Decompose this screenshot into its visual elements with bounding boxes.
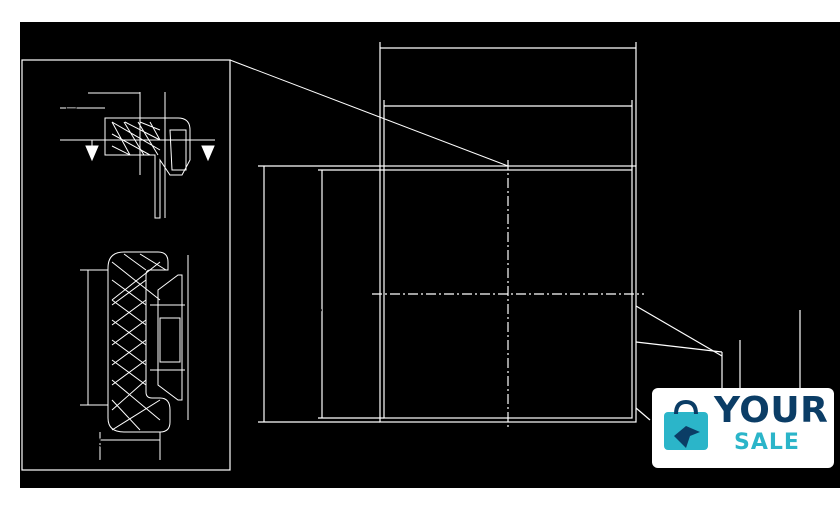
top-inner-inch-tol-lo: 0.039 [520, 119, 538, 126]
right-gap-inch: [0.039] [752, 372, 780, 382]
left-outer-inch-tol-up: +0.039 [269, 266, 276, 288]
left-inner-inch: 16.929 [331, 297, 345, 334]
detail-h15-label: 15 [90, 78, 104, 93]
right-depth-inch: [0.059 - 0.079] [820, 322, 830, 380]
top-outer-dim: 442 [490, 30, 512, 45]
left-inner-tol-up: +2 [307, 304, 314, 312]
detail-80-label: 80 [71, 331, 85, 345]
detail-v15-inch-label: [0.591] [65, 76, 77, 110]
left-outer-inch-tol-lo: 0.039 [278, 270, 285, 288]
units-secondary: [inch] [700, 111, 729, 125]
your-sale-logo: YOUR SALE [652, 388, 834, 468]
detail-h15-inch-label: [0.591] [90, 95, 124, 107]
left-inner-dim: 430 [306, 318, 321, 340]
detail-panel [21, 59, 231, 471]
top-inner-dim: 430 [490, 88, 512, 103]
detail-profile [80, 251, 189, 460]
detail-scale-label: M1:2 [60, 217, 93, 234]
left-inner-inch-tol-lo: 0.039 [338, 270, 345, 288]
detail-80-inch-label: [3.144] [89, 326, 101, 360]
top-inner-tol-lo: 0 [517, 96, 521, 103]
section-mark-left: B [73, 122, 82, 137]
top-outer-bracket: [ [466, 53, 470, 69]
right-gap-dim: 1 [746, 366, 757, 372]
leader-line [229, 59, 509, 167]
detail-top-section [60, 92, 215, 219]
right-depth-dim: 1.5 - 2 [806, 349, 817, 378]
left-outer-dim: 442 [246, 318, 261, 340]
top-outer-tol-lo: 0 [517, 38, 521, 45]
logo-text-sale: SALE [734, 430, 800, 455]
detail-b15-label: 15 [92, 436, 106, 450]
left-outer-tol-lo: 0 [257, 308, 264, 312]
top-inner-inch: 16.929 [474, 112, 511, 126]
left-dims: 442 +1 0 17.402 +0.039 0.039 430 +2 0 16… [246, 266, 345, 340]
top-outer-inch-tol-up: +0.039 [520, 52, 542, 59]
top-inner-inch-tol-up: +0.078 [520, 110, 542, 117]
left-outer-inch: 17.402 [271, 297, 285, 334]
top-inner-tol-up: +2 [517, 87, 525, 94]
section-label: B-B [132, 235, 147, 245]
main-panel [258, 42, 801, 428]
left-outer-tol-up: +1 [247, 304, 254, 312]
units-primary: mm [706, 97, 726, 111]
left-inner-inch-tol-up: +0.078 [329, 266, 336, 288]
top-outer-bracket-close: ] [550, 53, 554, 69]
detail-v15-label: 15 [49, 93, 61, 105]
top-inner-bracket: [ [466, 111, 470, 127]
top-inner-bracket-close: ] [550, 111, 554, 127]
top-outer-tol-up: +1 [517, 29, 525, 36]
section-mark-right: B [205, 122, 214, 137]
shopping-bag-icon [664, 399, 708, 450]
top-outer-inch: 17.402 [474, 54, 511, 68]
left-inner-tol-lo: 0 [317, 308, 324, 312]
top-outer-inch-tol-lo: 0.039 [520, 61, 538, 68]
logo-text-your: YOUR [714, 390, 829, 431]
detail-b15-inch-label: [0.591] [90, 452, 124, 464]
